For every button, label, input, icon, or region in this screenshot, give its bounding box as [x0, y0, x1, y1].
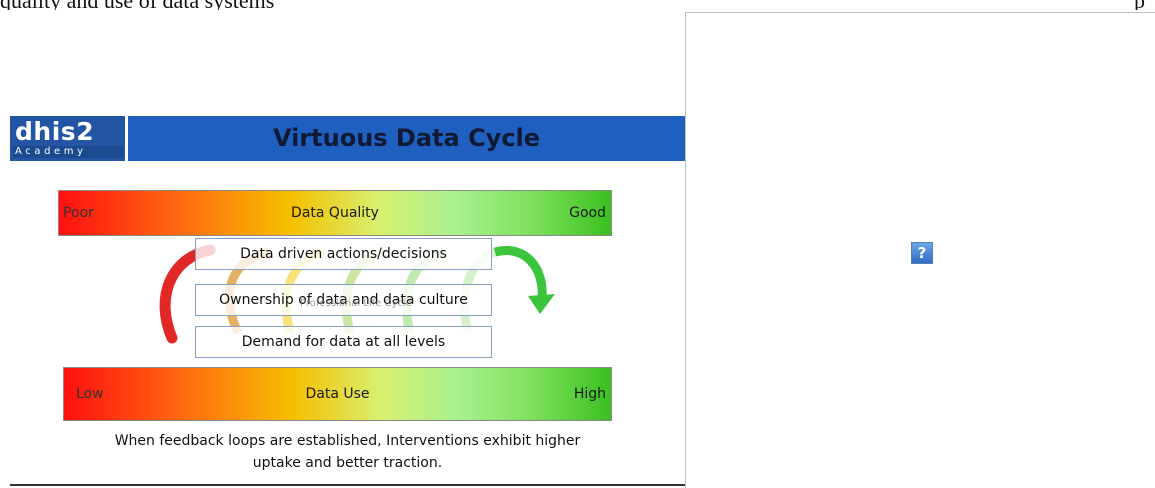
data-use-bar: Low Data Use High [63, 367, 612, 421]
slide-title: Virtuous Data Cycle [272, 124, 541, 152]
quality-center-label: Data Quality [291, 205, 379, 221]
data-quality-bar: Poor Data Quality Good [58, 190, 612, 236]
logo-main-text: dhis2 [15, 117, 95, 146]
document-top-text: quality and use of data systems p [0, 0, 1155, 10]
caption-line-2: uptake and better traction. [252, 455, 443, 471]
bottom-divider [10, 484, 685, 486]
use-low-label: Low [76, 386, 104, 402]
dhis2-academy-logo: dhis2 Academy [10, 116, 128, 161]
logo-sub-text: Academy [13, 146, 123, 158]
use-center-label: Data Use [305, 386, 370, 402]
quality-poor-label: Poor [63, 205, 94, 221]
use-high-label: High [573, 386, 606, 402]
arc-green-arrowhead [528, 294, 555, 314]
box-demand-for-data: Demand for data at all levels [195, 326, 492, 358]
arc-green [493, 246, 547, 301]
box-ownership-of-data: Ownership of data and data culture [195, 284, 492, 316]
top-text-lead: quality and use of data systems [0, 0, 274, 10]
top-text-tail: p [1134, 0, 1145, 10]
quality-good-label: Good [569, 205, 606, 221]
slide-caption: When feedback loops are established, Int… [10, 430, 685, 474]
box-data-driven-actions: Data driven actions/decisions [195, 238, 492, 270]
ghost-overlay-text: Professional Life Cycle [300, 298, 412, 309]
caption-line-1: When feedback loops are established, Int… [114, 433, 581, 449]
broken-image-icon[interactable]: ? [911, 242, 933, 264]
virtuous-data-cycle-slide: dhis2 Academy Virtuous Data Cycle Poor D… [10, 116, 685, 486]
